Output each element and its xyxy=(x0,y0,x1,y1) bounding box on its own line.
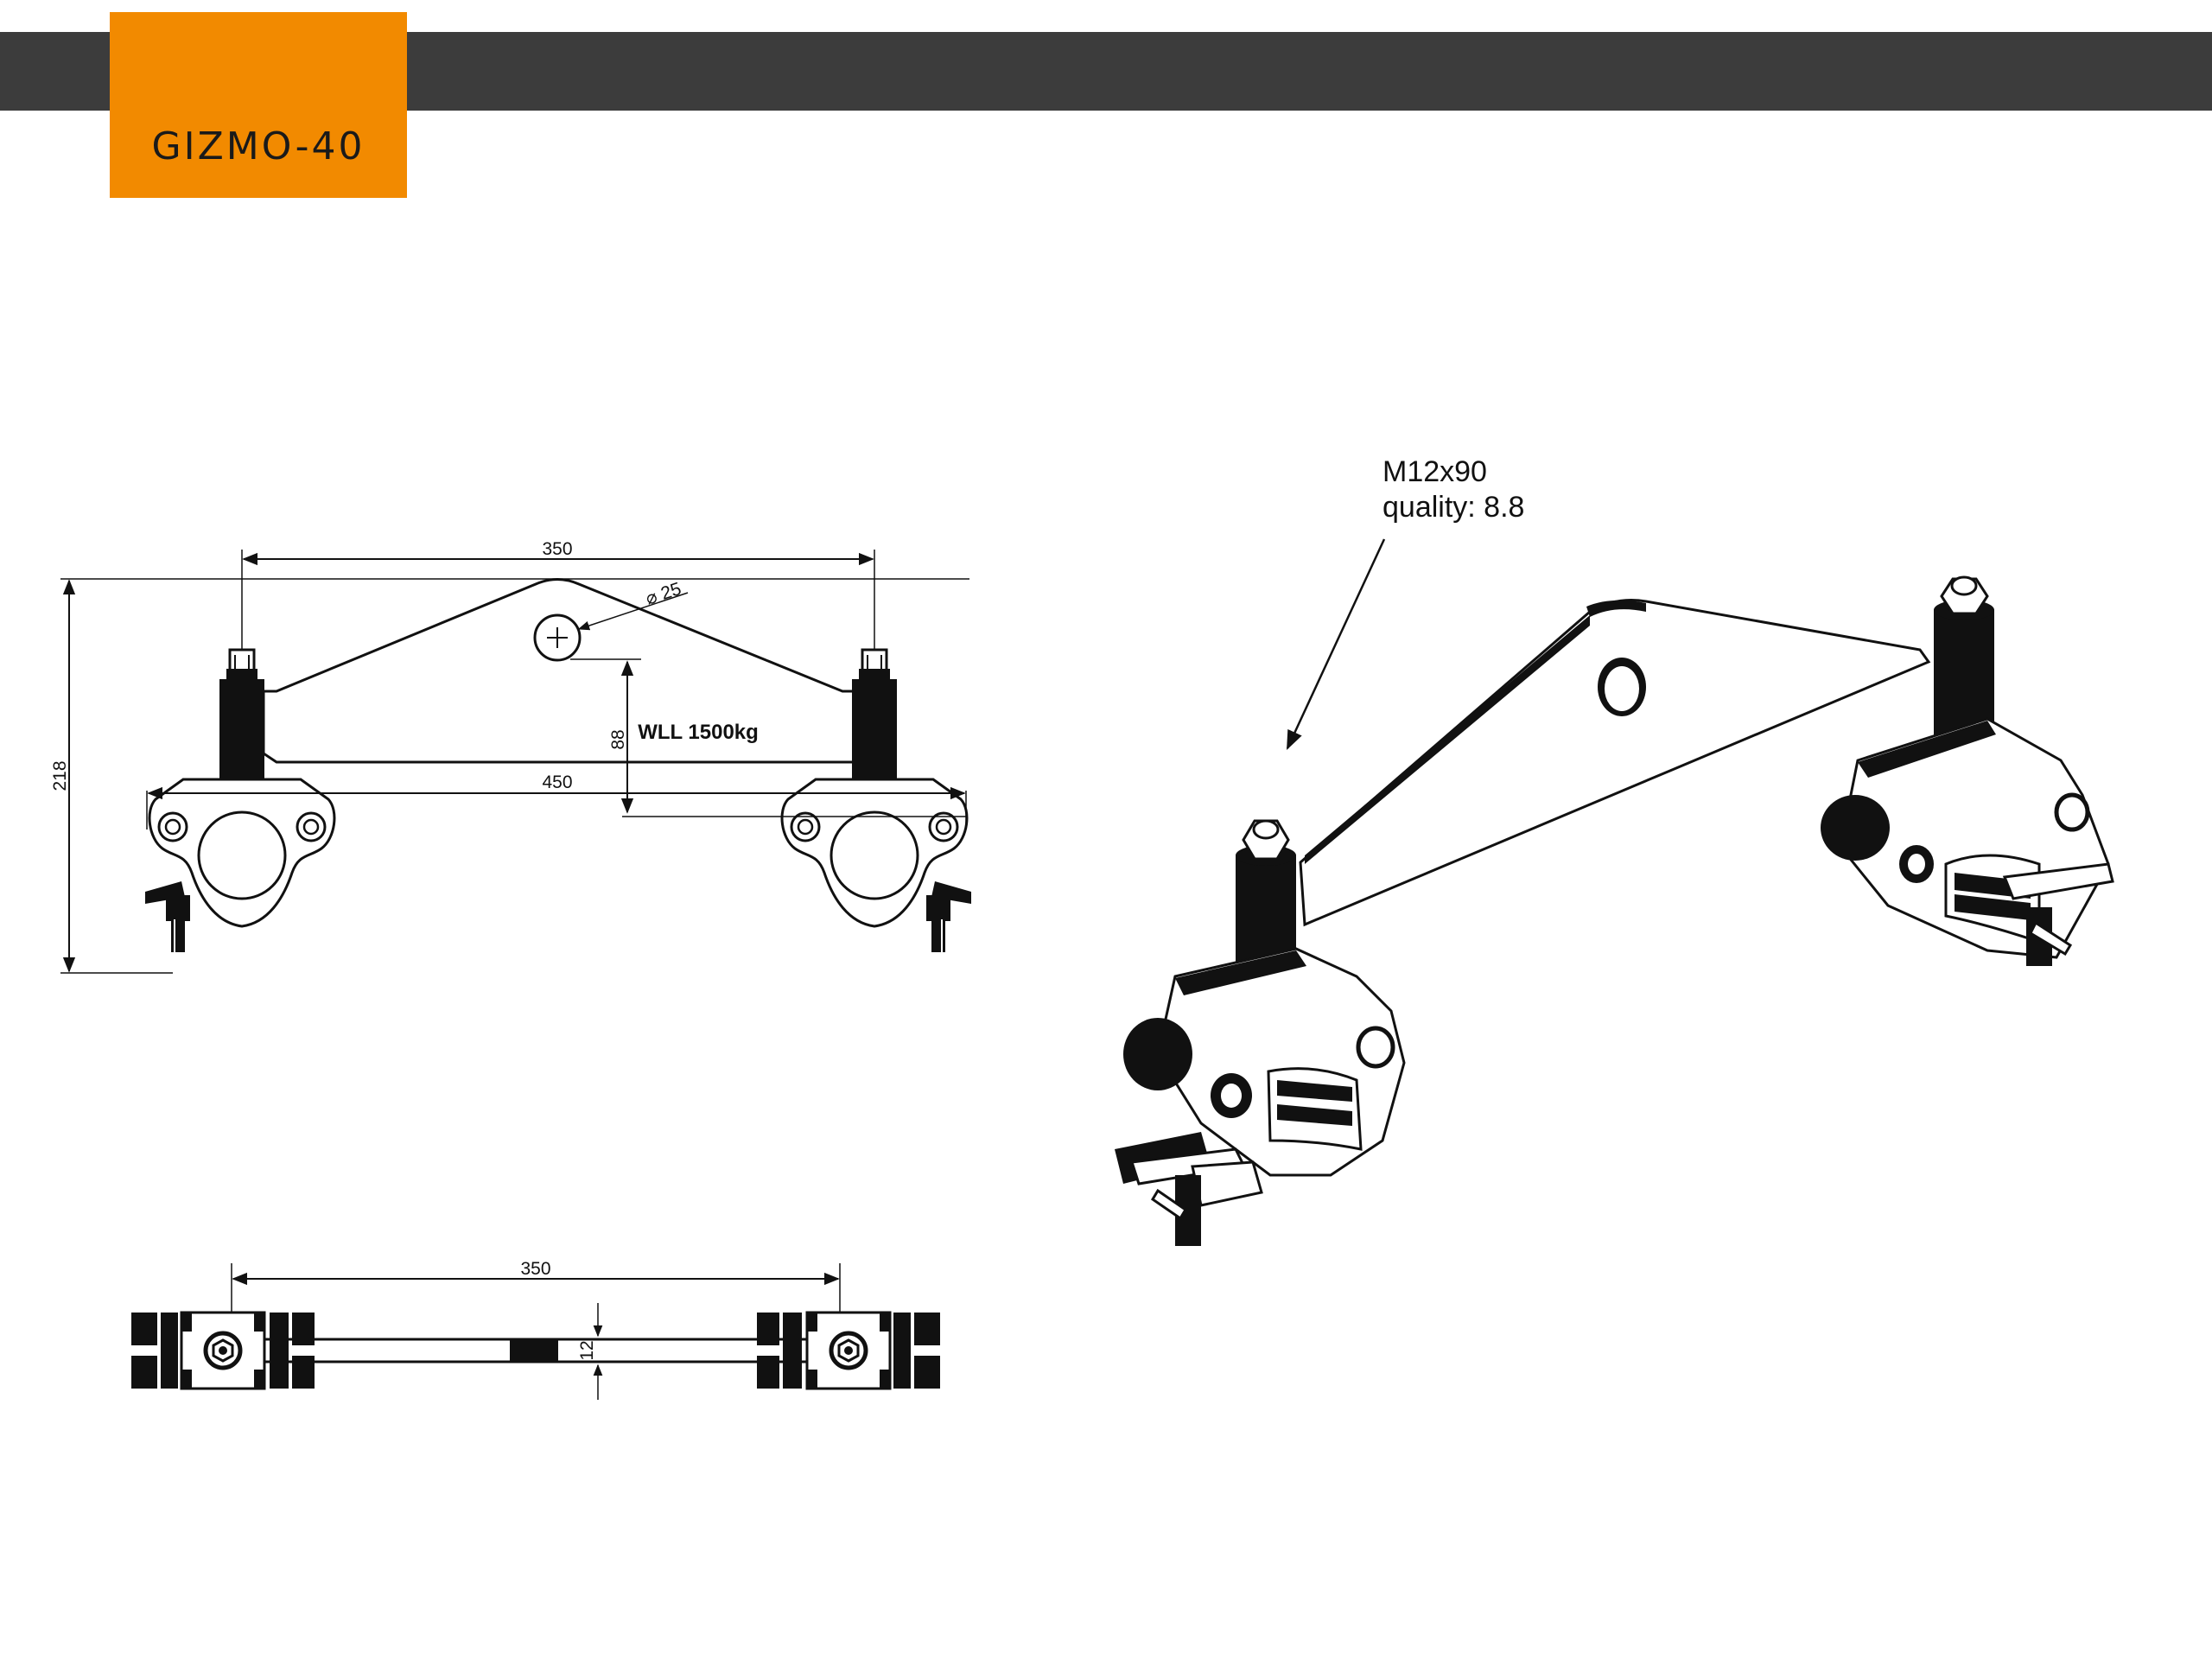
dim-bottom-span: 450 xyxy=(542,772,572,792)
iso-clamp-front xyxy=(1115,947,1406,1246)
bolt-left xyxy=(218,648,266,785)
lifting-plate xyxy=(262,578,857,764)
iso-view: M12x90 quality: 8.8 xyxy=(1115,455,2114,1246)
front-view: 350 218 ⌀ 25 88 WLL 1500kg 450 xyxy=(50,539,973,974)
dim-top-span: 350 xyxy=(542,539,572,559)
model-name: GIZMO-40 xyxy=(151,124,365,168)
endblock-left xyxy=(131,1313,315,1389)
clamp-left xyxy=(143,778,336,954)
model-tag: GIZMO-40 xyxy=(110,12,407,198)
endblock-right xyxy=(757,1313,940,1389)
dim-thickness: 12 xyxy=(577,1340,597,1360)
dim-hole-diameter: ⌀ 25 xyxy=(643,579,683,609)
bolt-right xyxy=(850,648,899,785)
dim-hole-height: 88 xyxy=(608,729,628,749)
iso-plate xyxy=(1299,599,1931,927)
top-view: 350 12 xyxy=(131,1259,940,1400)
wll-label: WLL 1500kg xyxy=(638,721,759,744)
clamp-right xyxy=(780,778,973,954)
bolt-quality: quality: 8.8 xyxy=(1382,491,1524,524)
dim-top-view-span: 350 xyxy=(520,1259,550,1279)
dim-height: 218 xyxy=(50,760,70,791)
iso-clamp-rear xyxy=(1821,717,2114,966)
bolt-spec: M12x90 xyxy=(1382,455,1487,488)
bolt-leader xyxy=(1286,538,1386,751)
